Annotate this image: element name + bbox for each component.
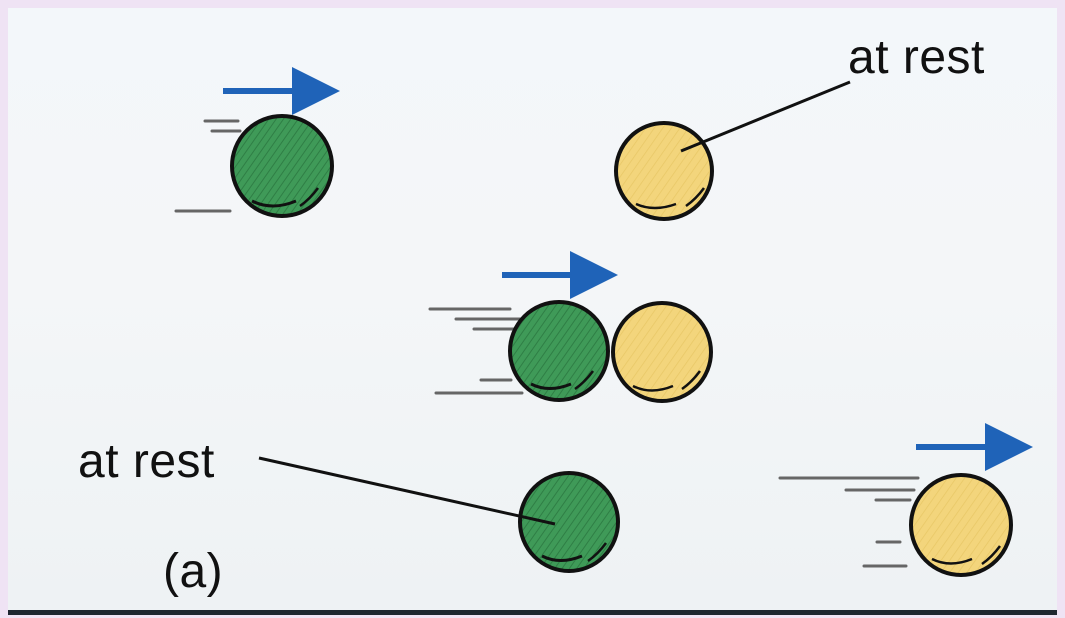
at-rest-label-top: at rest	[848, 34, 985, 82]
green-ball-middle	[510, 302, 608, 400]
part-label: (a)	[163, 548, 223, 596]
speed-lines-bottom-right	[780, 478, 918, 566]
green-ball-bottom	[520, 473, 618, 571]
at-rest-label-bottom: at rest	[78, 438, 215, 486]
yellow-ball-middle	[613, 303, 711, 401]
yellow-ball-top	[616, 123, 712, 219]
green-ball-top	[232, 116, 332, 216]
at-rest-pointer-bottom	[259, 458, 555, 524]
yellow-ball-bottom	[911, 475, 1011, 575]
at-rest-pointer-top	[681, 82, 850, 151]
